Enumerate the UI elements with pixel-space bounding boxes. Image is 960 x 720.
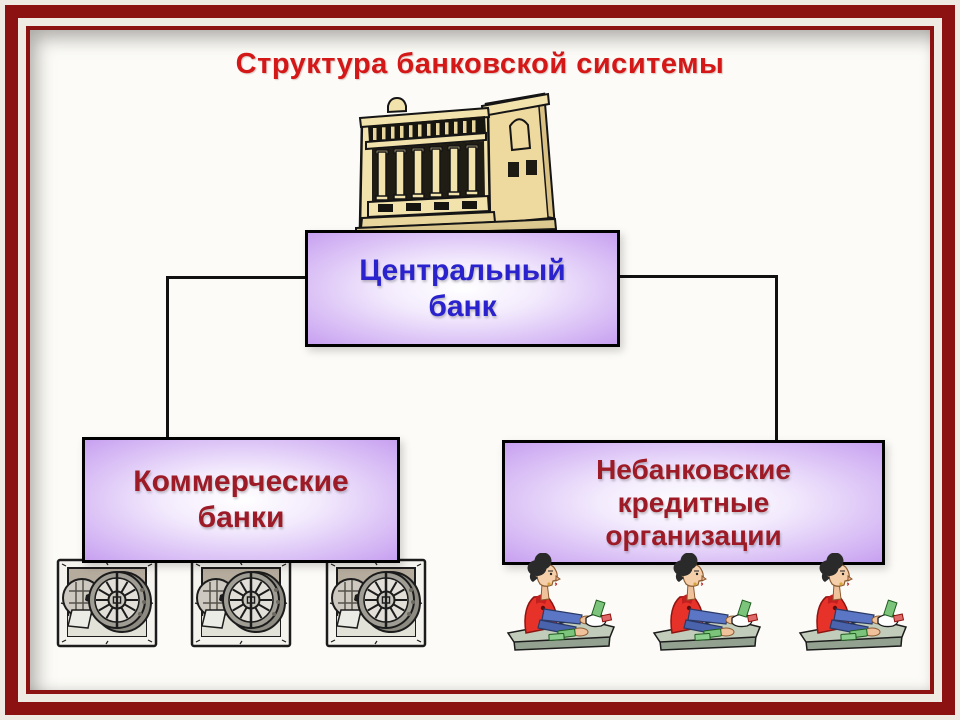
cashier-counting-money-illustration bbox=[506, 553, 618, 655]
bank-vault-illustration bbox=[190, 558, 292, 648]
connector-right-vertical bbox=[775, 275, 778, 442]
connector-right-horizontal bbox=[618, 275, 778, 278]
node-commercial-banks-label: Коммерческие банки bbox=[133, 465, 349, 534]
node-nonbank-credit-organizations-label: Небанковские кредитные организации bbox=[596, 453, 791, 552]
slide-title: Структура банковской сиситемы bbox=[235, 48, 725, 80]
slide-frame-outer bbox=[5, 5, 955, 715]
node-nonbank-credit-organizations: Небанковские кредитные организации bbox=[502, 440, 885, 565]
bank-vault-illustration bbox=[56, 558, 158, 648]
node-central-bank: Центральный банк bbox=[305, 230, 620, 347]
connector-left-vertical bbox=[166, 276, 169, 439]
connector-left-horizontal bbox=[166, 276, 308, 279]
node-central-bank-label: Центральный банк bbox=[359, 253, 566, 323]
cashier-counting-money-illustration bbox=[798, 553, 910, 655]
cashier-counting-money-illustration bbox=[652, 553, 764, 655]
node-commercial-banks: Коммерческие банки bbox=[82, 437, 400, 563]
bank-vault-illustration bbox=[325, 558, 427, 648]
bank-building-illustration bbox=[348, 90, 566, 238]
